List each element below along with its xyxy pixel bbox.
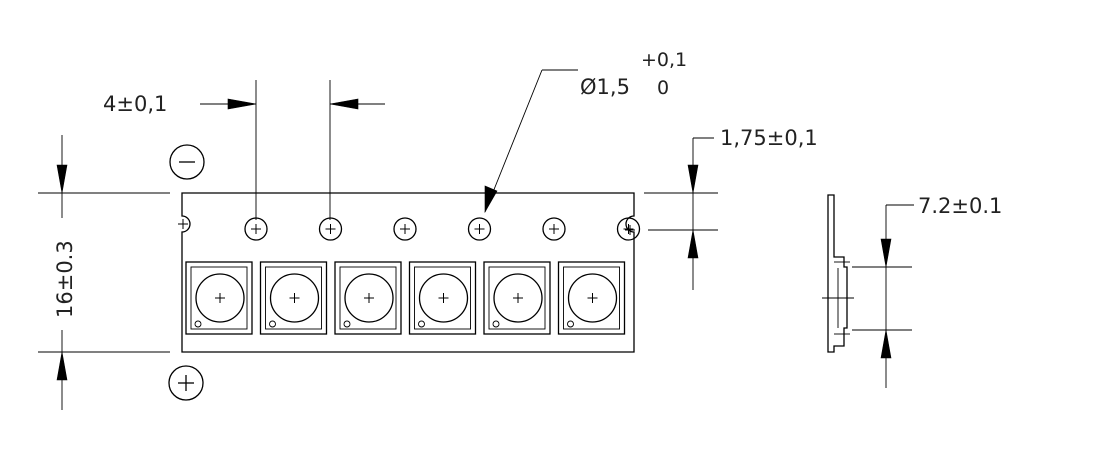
component-pocket (185, 261, 253, 335)
sprocket-hole (616, 217, 641, 241)
sprocket-hole (318, 217, 343, 241)
sprocket-hole (467, 217, 492, 241)
hole-tolerance-lower: 0 (657, 77, 669, 99)
sprocket-hole (393, 217, 417, 241)
polarity-positive-marker (168, 365, 204, 401)
carrier-tape (181, 192, 635, 353)
polarity-negative-marker (169, 144, 205, 180)
pitch-dimension: 4±0,1 (103, 80, 385, 220)
edge-offset-label: 1,75±0,1 (720, 126, 818, 150)
component-pocket (483, 261, 551, 335)
component-pocket (557, 261, 626, 335)
hole-tolerance-upper: +0,1 (641, 49, 687, 71)
sprocket-hole (244, 217, 268, 241)
width-dimension: 16±0.3 (38, 135, 170, 410)
hole-diameter-label: Ø1,5 (580, 75, 630, 99)
hole-diameter-callout: Ø1,5 +0,1 0 (484, 49, 687, 214)
cavity-label: 7.2±0.1 (918, 194, 1002, 218)
edge-hole-marks (178, 219, 635, 235)
component-pocket (334, 261, 402, 335)
side-profile (822, 194, 854, 353)
edge-offset-dimension: 1,75±0,1 (644, 126, 818, 290)
sprocket-hole-row (244, 217, 641, 241)
sprocket-hole (542, 217, 566, 241)
component-pocket (408, 261, 477, 335)
cavity-dimension: 7.2±0.1 (852, 194, 1002, 388)
pitch-label: 4±0,1 (103, 92, 167, 116)
pocket-row (185, 261, 626, 335)
width-label: 16±0.3 (53, 240, 77, 318)
component-pocket (259, 261, 328, 335)
